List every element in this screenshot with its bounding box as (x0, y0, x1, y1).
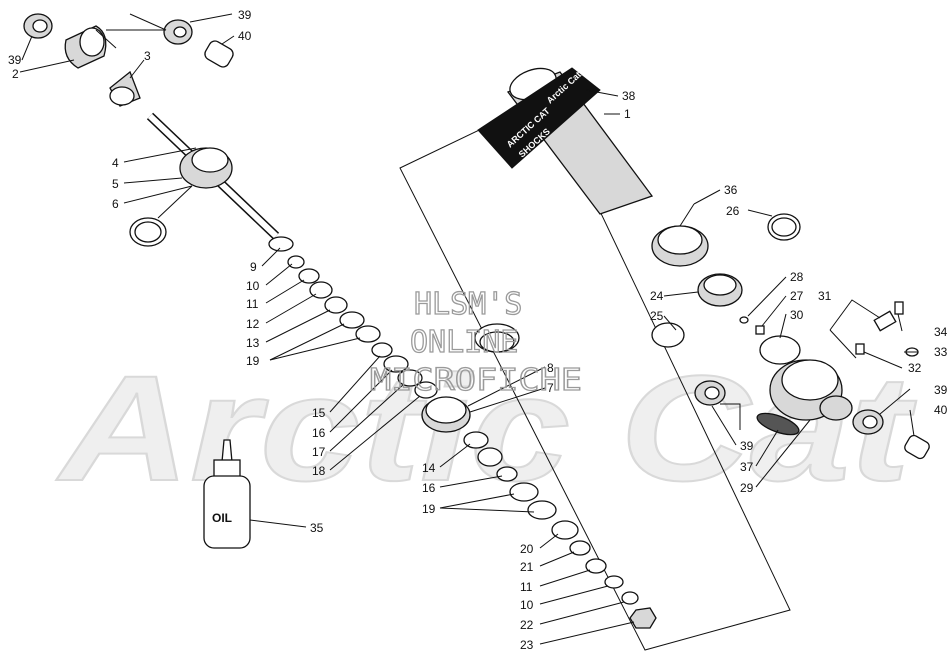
part-10-washer (287, 255, 305, 269)
callout-11-b: 11 (520, 580, 533, 594)
callout-25: 25 (650, 309, 664, 323)
callout-33: 33 (934, 345, 948, 359)
part-31-valve (873, 310, 897, 332)
callout-1: 1 (624, 107, 631, 121)
callout-21: 21 (520, 560, 534, 574)
part-35-oil-bottle: OIL (203, 439, 251, 549)
callout-12: 12 (246, 317, 260, 331)
callout-18: 18 (312, 464, 326, 478)
callout-2: 2 (12, 67, 19, 81)
callout-9: 9 (250, 260, 257, 274)
callout-39-b: 39 (238, 8, 252, 22)
part-10-washer-b (604, 575, 624, 589)
callout-31: 31 (818, 289, 832, 303)
part-13-washer (324, 296, 348, 314)
shaft-assembly (23, 13, 657, 629)
callout-23: 23 (520, 638, 534, 652)
callout-4: 4 (112, 156, 119, 170)
callout-labels: 39 2 3 39 40 4 5 6 9 10 11 12 13 19 15 1… (8, 8, 948, 652)
part-38-decal (477, 67, 601, 169)
oil-label: OIL (212, 511, 232, 525)
watermark-line-1: HLSM'S (414, 287, 522, 322)
callout-40-a: 40 (238, 29, 252, 43)
part-40-sleeve (204, 40, 234, 68)
watermark-line-3: MICROFICHE (370, 363, 582, 398)
callout-40-b: 40 (934, 403, 948, 417)
callout-39-a: 39 (8, 53, 22, 67)
callout-17: 17 (312, 445, 326, 459)
callout-30: 30 (790, 308, 804, 322)
part-27-spring (755, 325, 765, 335)
part-19-shim-b (509, 482, 539, 502)
part-16-washer-b (496, 466, 518, 482)
leader-lines (19, 13, 918, 645)
part-23-nut (629, 607, 657, 629)
callout-11-a: 11 (246, 297, 259, 311)
callout-34: 34 (934, 325, 948, 339)
callout-10-b: 10 (520, 598, 534, 612)
callout-14: 14 (422, 461, 436, 475)
part-30-o-ring (759, 335, 801, 365)
part-22-washer (621, 591, 639, 605)
callout-10-a: 10 (246, 279, 260, 293)
part-9-washer (268, 236, 294, 252)
callout-3: 3 (144, 49, 151, 63)
callout-16-b: 16 (422, 481, 436, 495)
callout-13: 13 (246, 336, 260, 350)
part-40-sleeve-b (904, 434, 930, 460)
callout-5: 5 (112, 177, 119, 191)
part-16-washer (383, 355, 409, 373)
callout-7: 7 (547, 381, 554, 395)
callout-6: 6 (112, 197, 119, 211)
callout-39-c: 39 (934, 383, 948, 397)
watermark-line-2: ONLINE (410, 325, 518, 360)
callout-39-d: 39 (740, 439, 754, 453)
watermark-text: HLSM'S ONLINE MICROFICHE (369, 286, 582, 398)
part-17-washer (397, 369, 423, 387)
part-11-washer-b (585, 558, 607, 574)
callout-19-b: 19 (422, 502, 436, 516)
callout-32: 32 (908, 361, 922, 375)
callout-16-a: 16 (312, 426, 326, 440)
callout-22: 22 (520, 618, 534, 632)
part-15-washer (371, 342, 393, 358)
callout-24: 24 (650, 289, 664, 303)
callout-20: 20 (520, 542, 534, 556)
callout-15: 15 (312, 406, 326, 420)
callout-28: 28 (790, 270, 804, 284)
part-20-washer (551, 520, 579, 540)
callout-36: 36 (724, 183, 738, 197)
part-37-plate (756, 412, 800, 436)
callout-38: 38 (622, 89, 636, 103)
part-21-washer (569, 540, 591, 556)
callout-8: 8 (547, 361, 554, 375)
callout-19-a: 19 (246, 354, 260, 368)
part-28-ball (739, 316, 749, 324)
callout-37: 37 (740, 460, 754, 474)
callout-26: 26 (726, 204, 740, 218)
part-34-core (894, 301, 904, 315)
part-18-washer (414, 381, 438, 399)
part-19-shim (339, 311, 365, 329)
part-11-washer (298, 268, 320, 284)
callout-35: 35 (310, 521, 324, 535)
shock-body-group: ARCTIC CAT SHOCKS Arctic Cat (477, 67, 930, 460)
callout-29: 29 (740, 481, 754, 495)
callout-27: 27 (790, 289, 804, 303)
part-25-snap-ring (651, 322, 685, 348)
part-32-seal (855, 343, 865, 355)
